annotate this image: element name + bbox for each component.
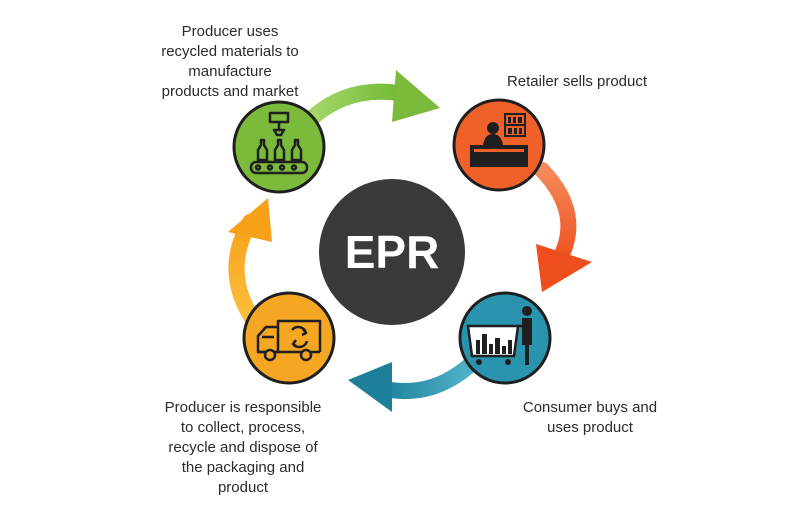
retailer-circle	[452, 98, 546, 192]
collect-circle	[242, 291, 336, 385]
producer-circle	[232, 100, 326, 194]
consumer-step-label: Consumer buys and uses product	[522, 399, 658, 436]
recycling-truck-icon	[256, 319, 322, 362]
center-label: EPR	[345, 226, 440, 278]
collect-step-label: Producer is responsible to collect, proc…	[164, 399, 322, 496]
arrow-retailer-to-consumer	[534, 162, 592, 292]
arrow-collect-to-producer	[228, 198, 272, 326]
center-circle: EPR	[319, 179, 465, 325]
arrow-producer-to-retailer	[302, 70, 440, 128]
producer-step-label: Producer uses recycled materials to manu…	[161, 23, 299, 100]
arrow-consumer-to-collect	[348, 357, 478, 412]
retailer-step-label: Retailer sells product	[506, 73, 648, 90]
factory-bottling-icon	[249, 111, 309, 175]
consumer-circle	[458, 291, 552, 385]
shopping-cart-icon	[466, 306, 532, 365]
shop-counter-icon	[470, 113, 528, 167]
